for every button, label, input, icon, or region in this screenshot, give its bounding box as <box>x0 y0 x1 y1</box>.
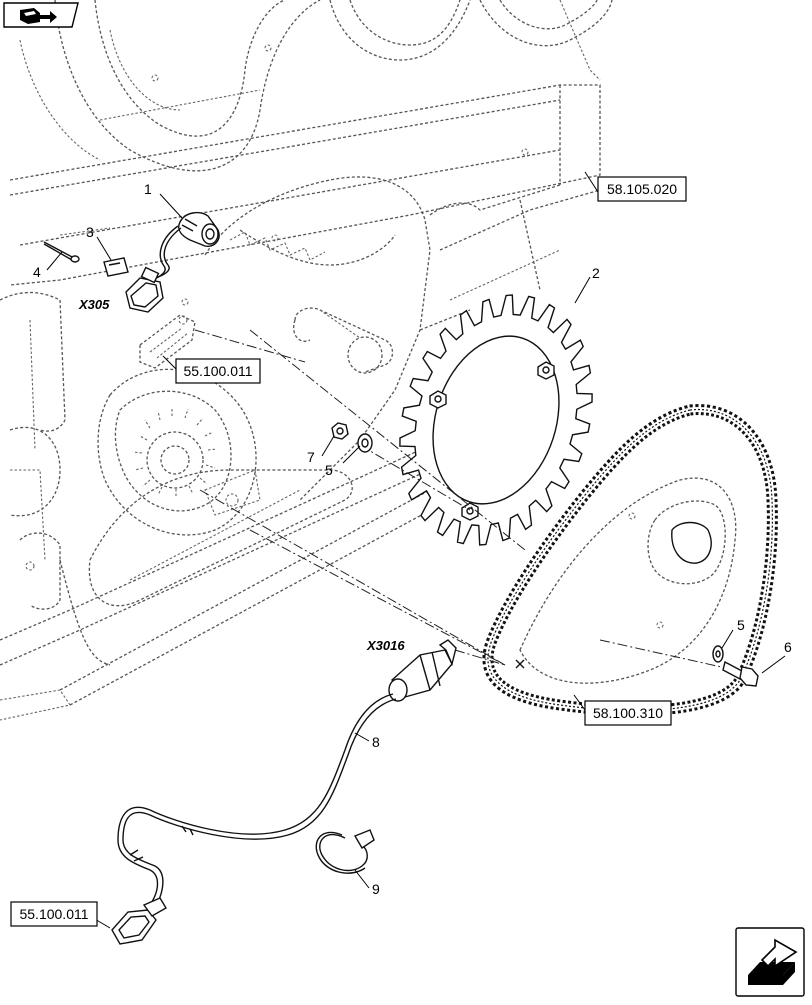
ref-58-100-310-label: 58.100.310 <box>593 705 663 721</box>
book-page-icon[interactable] <box>3 2 79 28</box>
speed-sensor-top <box>125 211 220 369</box>
sprocket-nut-left <box>429 390 447 409</box>
ref-55-100-011-bottom-label: 55.100.011 <box>19 906 88 922</box>
nut-part-7 <box>331 422 349 440</box>
sensor-harness-part-8 <box>111 639 457 945</box>
sensor-sprocket-ring <box>399 294 593 546</box>
callout-1: 1 <box>144 181 152 197</box>
ref-box-58-100-310[interactable]: 58.100.310 <box>584 700 672 726</box>
sprocket-outline <box>399 294 593 546</box>
callout-3: 3 <box>86 224 94 240</box>
next-page-arrow-icon[interactable] <box>735 927 805 997</box>
callout-6: 6 <box>784 639 792 655</box>
sprocket-nut-top <box>537 361 555 380</box>
ref-box-55-100-011-top[interactable]: 55.100.011 <box>175 358 261 384</box>
callout-5-left: 5 <box>325 462 333 478</box>
ref-box-58-105-020[interactable]: 58.105.020 <box>597 176 687 202</box>
connector-label-x305: X305 <box>78 297 110 312</box>
sensor-clip-part-3 <box>103 257 129 277</box>
ref-box-55-100-011-bottom[interactable]: 55.100.011 <box>10 901 98 927</box>
cable-tie-part-9 <box>315 829 375 874</box>
callout-numbers: 1 3 4 2 7 5 5 6 8 9 <box>33 181 792 897</box>
callout-8: 8 <box>372 734 380 750</box>
bolt-part-6 <box>722 660 759 687</box>
callout-5-right: 5 <box>737 617 745 633</box>
background-frame <box>0 0 613 721</box>
ref-55-100-011-top-label: 55.100.011 <box>183 363 252 379</box>
callout-7: 7 <box>307 449 315 465</box>
drive-chain <box>482 404 778 717</box>
connector-label-x3016: X3016 <box>366 638 405 653</box>
washer-part-5-left <box>357 433 373 453</box>
pin-part-4 <box>43 241 80 263</box>
washer-part-5-right <box>712 645 724 663</box>
callout-2: 2 <box>592 265 600 281</box>
ref-58-105-020-label: 58.105.020 <box>607 181 677 197</box>
callout-9: 9 <box>372 881 380 897</box>
connector-labels: X305 X3016 <box>78 297 405 653</box>
assembly-phantom-lines <box>194 329 736 671</box>
callout-4: 4 <box>33 264 41 280</box>
